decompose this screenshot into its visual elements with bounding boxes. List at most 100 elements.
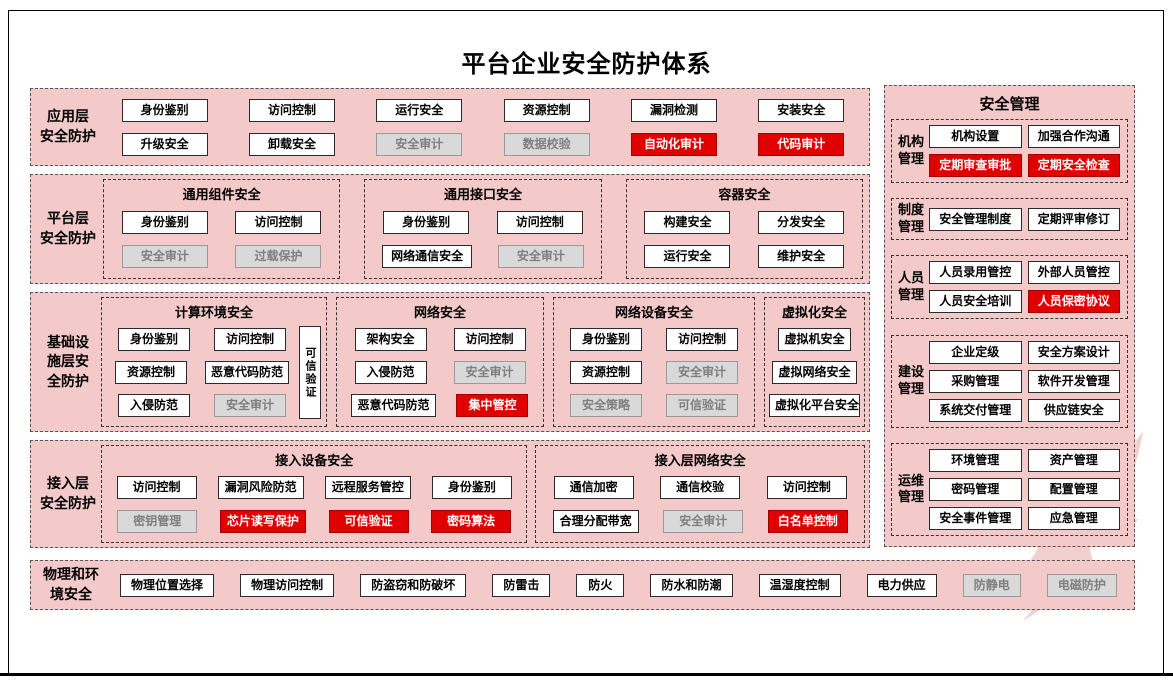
security-item: 温湿度控制 [758, 573, 841, 597]
item-row: 身份鉴别访问控制 [106, 328, 298, 351]
security-item: 通信校验 [660, 476, 741, 500]
security-item: 安全审计 [497, 245, 584, 269]
group-title: 运维 管理 [897, 472, 924, 505]
group-rows: 环境管理资产管理密码管理配置管理安全事件管理应急管理 [926, 447, 1123, 532]
group-rows: 身份鉴别访问控制网络通信安全安全审计 [369, 205, 596, 274]
security-item: 漏洞检测 [630, 98, 717, 122]
security-item: 安全审计 [376, 132, 463, 156]
security-item: 物理位置选择 [120, 573, 215, 597]
item-row: 构建安全分发安全 [631, 210, 858, 234]
security-item: 集中管控 [456, 394, 529, 417]
group-rows: 身份鉴别访问控制资源控制安全审计安全策略可信验证 [558, 323, 750, 422]
security-management-panel: 安全管理 机构 管理机构设置加强合作沟通定期审查审批定期安全检查制度 管理安全管… [884, 85, 1135, 547]
item-row: 合理分配带宽安全审计白名单控制 [540, 509, 860, 533]
group-body: 身份鉴别访问控制安全审计 过载保护 [108, 205, 335, 274]
security-item: 身份鉴别 [121, 98, 208, 122]
security-item: 防雷击 [492, 573, 551, 597]
group-rows: 人员录用管控外部人员管控人员安全培训人员保密协议 [926, 259, 1123, 315]
item-row: 入侵防范 安全审计 [106, 394, 298, 417]
physical-environment-panel: 物理和环 境安全 物理位置选择物理访问控制防盗窃和防破坏防雷击防火防水和防潮温湿… [30, 560, 1135, 610]
group-title: 机构 管理 [897, 134, 924, 166]
security-item: 构建安全 [644, 210, 731, 234]
security-item: 访问控制 [116, 476, 197, 500]
item-row: 运行安全维护安全 [631, 245, 858, 269]
security-item: 网络通信安全 [382, 245, 473, 269]
item-row: 资源控制恶意代码防范 [106, 361, 298, 384]
security-item: 白名单控制 [767, 509, 848, 533]
item-row: 身份鉴别访问控制 [108, 210, 335, 234]
security-item: 虚拟网络安全 [772, 361, 857, 384]
security-item: 访问控制 [214, 328, 286, 351]
item-row: 架构安全访问控制 [341, 328, 539, 351]
item-row: 密钥管理芯片读写保护可信验证密码算法 [106, 509, 522, 533]
security-item: 入侵防范 [118, 394, 190, 417]
item-row: 定期审查审批定期安全检查 [926, 152, 1123, 179]
security-item: 密钥管理 [117, 509, 198, 533]
group-body: 环境管理资产管理密码管理配置管理安全事件管理应急管理 [926, 447, 1123, 532]
security-item: 物理访问控制 [240, 573, 335, 597]
security-item: 卸载安全 [248, 132, 335, 156]
security-item: 定期安全检查 [1027, 154, 1120, 177]
item-row: 安全管理制度定期评审修订 [926, 206, 1123, 233]
group-title: 虚拟化安全 [781, 305, 847, 320]
group-title: 接入层网络安全 [654, 453, 746, 468]
security-group: 机构 管理机构设置加强合作沟通定期审查审批定期安全检查 [891, 119, 1128, 183]
security-item: 可信验证 [666, 394, 738, 417]
group-rows: 虚拟机安全虚拟网络安全虚拟化平台安全 [769, 323, 860, 422]
application-items: 身份鉴别访问控制运行安全资源控制漏洞检测安装安全升级安全卸载安全安全审计数据校验… [101, 93, 865, 161]
security-item: 配置管理 [1027, 477, 1120, 501]
security-item: 虚拟机安全 [778, 328, 851, 351]
security-item: 机构设置 [929, 125, 1022, 148]
page-title: 平台企业安全防护体系 [461, 51, 712, 78]
security-item: 安全审计 [121, 245, 208, 269]
group-body: 人员录用管控外部人员管控人员安全培训人员保密协议 [926, 259, 1123, 315]
item-row: 入侵防范安全审计 [341, 361, 539, 384]
security-item: 维护安全 [758, 245, 845, 269]
infrastructure-groups: 计算环境安全身份鉴别访问控制资源控制恶意代码防范入侵防范安全审计可信验证网络安全… [101, 297, 865, 427]
item-row: 资源控制安全审计 [558, 361, 750, 384]
item-row: 企业定级安全方案设计 [926, 339, 1123, 366]
security-item: 企业定级 [929, 340, 1022, 364]
security-item: 访问控制 [453, 328, 526, 351]
item-row: 身份鉴别访问控制运行安全资源控制漏洞检测安装安全 [101, 98, 865, 122]
security-item: 可信验证 [328, 509, 409, 533]
security-item: 防水和防潮 [650, 573, 733, 597]
item-row: 虚拟化平台安全 [769, 394, 860, 417]
item-row: 系统交付管理供应链安全 [926, 397, 1123, 424]
security-item: 恶意代码防范 [351, 394, 436, 417]
physical-items: 物理位置选择物理访问控制防盗窃和防破坏防雷击防火防水和防潮温湿度控制电力供应防静… [107, 565, 1130, 605]
security-item: 资源控制 [503, 98, 590, 122]
security-item: 加强合作沟通 [1027, 125, 1120, 148]
item-row: 虚拟机安全 [769, 328, 860, 351]
security-item: 防静电 [962, 573, 1021, 597]
item-row: 身份鉴别访问控制 [558, 328, 750, 351]
group-rows: 身份鉴别访问控制安全审计 过载保护 [108, 205, 335, 274]
management-title: 安全管理 [979, 96, 1040, 113]
access-groups: 接入设备安全访问控制漏洞风险防范远程服务管控身份鉴别密钥管理芯片读写保护可信验证… [101, 445, 865, 543]
item-row: 安全策略可信验证 [558, 394, 750, 417]
item-row: 虚拟网络安全 [769, 361, 860, 384]
group-body: 虚拟机安全虚拟网络安全虚拟化平台安全 [769, 323, 860, 422]
group-title: 计算环境安全 [174, 305, 253, 320]
security-item: 访问控制 [496, 210, 583, 234]
security-item: 安全审计 [214, 394, 286, 417]
security-item: 环境管理 [929, 448, 1022, 472]
security-item: 访问控制 [766, 476, 847, 500]
item-row: 通信加密通信校验访问控制 [540, 476, 860, 500]
security-item: 漏洞风险防范 [217, 476, 304, 500]
security-item: 自动化审计 [630, 132, 717, 156]
application-layer-panel: 应用层 安全防护 身份鉴别访问控制运行安全资源控制漏洞检测安装安全升级安全卸载安… [30, 88, 870, 166]
infrastructure-layer-panel: 基础设 施层安 全防护 计算环境安全身份鉴别访问控制资源控制恶意代码防范入侵防范… [30, 292, 870, 432]
item-row: 人员录用管控外部人员管控 [926, 259, 1123, 286]
security-item: 资产管理 [1027, 448, 1120, 472]
item-row: 机构设置加强合作沟通 [926, 123, 1123, 150]
group-rows: 通信加密通信校验访问控制合理分配带宽安全审计白名单控制 [540, 471, 860, 538]
security-item: 电磁防护 [1046, 573, 1117, 597]
security-item: 过载保护 [235, 245, 322, 269]
security-item: 密码管理 [929, 477, 1022, 501]
layer-label-infrastructure: 基础设 施层安 全防护 [47, 333, 89, 389]
group-body: 身份鉴别访问控制资源控制安全审计安全策略可信验证 [558, 323, 750, 422]
security-group: 通用组件安全身份鉴别访问控制安全审计过载保护 [103, 179, 341, 279]
security-group: 制度 管理安全管理制度定期评审修订 [891, 198, 1128, 241]
